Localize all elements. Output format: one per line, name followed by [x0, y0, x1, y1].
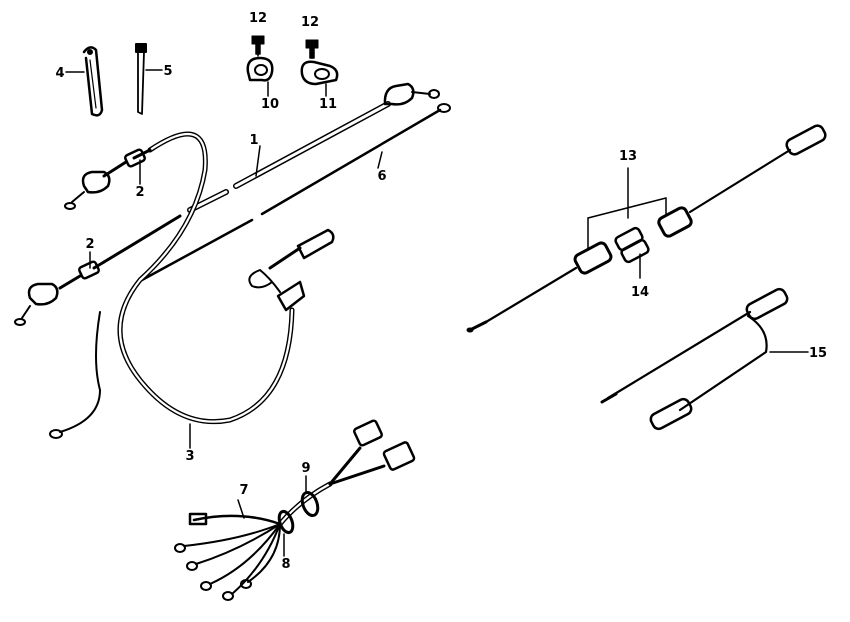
- callout-14: 14: [631, 285, 649, 300]
- callout-8: 8: [281, 557, 290, 572]
- callout-1: 1: [249, 133, 258, 148]
- leader-lines: [65, 47, 383, 557]
- callout-numbers: 1 2 2 3 4 5 6 7 8 9 10 11 12 12 13 14 15: [55, 11, 827, 572]
- callout-15: 15: [809, 346, 827, 361]
- cable-tie-part-5: [135, 43, 147, 115]
- callout-11: 11: [319, 97, 337, 112]
- connector-part-2-upper: [64, 148, 152, 210]
- cable-part-6: [140, 103, 451, 282]
- y-lead-part-15: [600, 287, 809, 431]
- loop-cable-part-3: [117, 131, 335, 425]
- callout-4: 4: [55, 66, 64, 81]
- callout-13: 13: [619, 149, 637, 164]
- callout-10: 10: [261, 97, 279, 112]
- inline-assembly-parts-13-14: [466, 124, 827, 333]
- callout-9: 9: [301, 461, 310, 476]
- callout-5: 5: [163, 64, 172, 79]
- callout-6: 6: [377, 169, 386, 184]
- clamp-part-10: [246, 56, 274, 82]
- band-strap-part-4: [82, 46, 104, 117]
- callout-12-left: 12: [249, 11, 267, 26]
- callout-2-upper: 2: [135, 185, 144, 200]
- callout-7: 7: [239, 483, 248, 498]
- callout-3: 3: [185, 449, 194, 464]
- ground-lead: [49, 311, 101, 439]
- cable-part-1: [102, 82, 440, 264]
- wire-harness-parts-7-8-9: [174, 419, 416, 601]
- connector-part-2-lower: [14, 260, 106, 326]
- callout-2-lower: 2: [85, 237, 94, 252]
- clamp-part-11: [300, 60, 339, 86]
- callout-12-right: 12: [301, 15, 319, 30]
